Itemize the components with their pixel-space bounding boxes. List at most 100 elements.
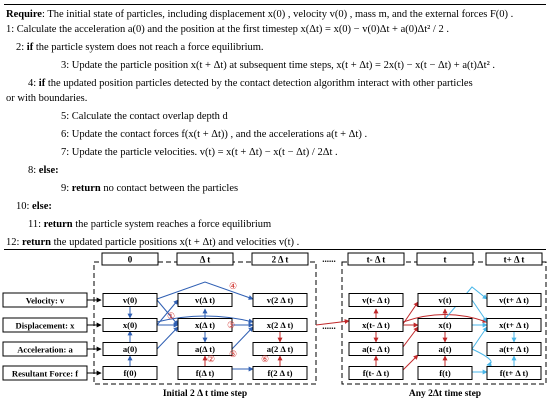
state-cell-label: v(t- Δ t) bbox=[362, 295, 390, 305]
flow-arrow bbox=[156, 315, 254, 324]
flow-arrow bbox=[231, 326, 254, 350]
flow-arrow bbox=[471, 326, 488, 350]
ellipsis: ...... bbox=[322, 254, 336, 264]
time-header-box bbox=[485, 252, 543, 266]
state-cell-label: v(0) bbox=[123, 295, 137, 305]
state-cell-label: a(0) bbox=[123, 344, 137, 354]
state-cell-label: f(0) bbox=[124, 368, 137, 378]
algorithm-line: 7: Update the particle velocities. v(t) … bbox=[61, 147, 338, 158]
state-cell-label: f(t+ Δ t) bbox=[500, 368, 529, 378]
state-cell bbox=[102, 293, 158, 307]
require-line: Require: The initial state of particles,… bbox=[6, 9, 514, 20]
flow-arrow bbox=[471, 348, 492, 367]
algorithm-line: 12: return the updated particle position… bbox=[6, 237, 300, 248]
time-header-box bbox=[176, 252, 234, 266]
state-cell-label: f(Δ t) bbox=[196, 368, 215, 378]
state-cell bbox=[177, 366, 233, 380]
state-cell-label: x(t- Δ t) bbox=[362, 320, 390, 330]
algorithm-line: 6: Update the contact forces f(x(t + Δt)… bbox=[61, 129, 368, 140]
state-cell-label: f(t- Δ t) bbox=[363, 368, 390, 378]
flow-arrow bbox=[156, 299, 179, 326]
flow-arrow bbox=[444, 286, 488, 320]
state-cell bbox=[102, 342, 158, 356]
state-cell-label: x(0) bbox=[123, 320, 137, 330]
any-step-caption: Any 2Δt time step bbox=[409, 389, 481, 399]
algorithm-box: Require: The initial state of particles,… bbox=[4, 4, 546, 250]
algorithm-line: 9: return no contact between the particl… bbox=[61, 183, 239, 194]
time-header-label: t+ Δ t bbox=[504, 255, 525, 265]
state-cell bbox=[177, 293, 233, 307]
ellipsis: ...... bbox=[322, 321, 336, 331]
row-label-box bbox=[2, 341, 88, 357]
state-cell-label: a(t) bbox=[439, 344, 452, 354]
state-cell-label: a(t+ Δ t) bbox=[499, 344, 529, 354]
state-cell bbox=[177, 318, 233, 332]
algorithm-line: 11: return the particle system reaches a… bbox=[28, 219, 272, 230]
time-header-box bbox=[416, 252, 474, 266]
any-step-frame bbox=[341, 261, 547, 385]
time-header-label: Δ t bbox=[200, 255, 210, 265]
row-label-box bbox=[2, 317, 88, 333]
step-marker: ② bbox=[207, 354, 215, 364]
state-cell bbox=[102, 318, 158, 332]
algorithm-line: or with boundaries. bbox=[6, 93, 88, 104]
state-cell bbox=[417, 366, 473, 380]
time-header-label: t bbox=[444, 255, 447, 265]
state-cell bbox=[252, 318, 308, 332]
time-header-label: 0 bbox=[128, 255, 133, 265]
algorithm-line: 4: if the updated position particles det… bbox=[28, 78, 473, 89]
state-cell-label: x(Δ t) bbox=[195, 320, 215, 330]
flow-arrow bbox=[402, 301, 419, 325]
time-header-box bbox=[101, 252, 159, 266]
time-header-label: t- Δ t bbox=[367, 255, 386, 265]
algorithm-line: 8: else: bbox=[28, 165, 59, 176]
step-marker: ④ bbox=[229, 281, 237, 291]
state-cell bbox=[486, 293, 542, 307]
algorithm-line: 2: if the particle system does not reach… bbox=[16, 42, 264, 53]
flow-arrow bbox=[156, 281, 254, 300]
state-cell-label: f(t) bbox=[439, 368, 451, 378]
step-marker: ③ bbox=[227, 320, 235, 330]
state-cell bbox=[486, 318, 542, 332]
state-cell bbox=[417, 342, 473, 356]
state-cell-label: x(2 Δ t) bbox=[267, 320, 294, 330]
initial-step-caption: Initial 2 Δ t time step bbox=[163, 389, 247, 399]
time-header-box bbox=[251, 252, 309, 266]
time-header-box bbox=[347, 252, 405, 266]
state-cell bbox=[417, 293, 473, 307]
state-cell bbox=[177, 342, 233, 356]
state-cell-label: v(t+ Δ t) bbox=[499, 295, 529, 305]
initial-step-frame bbox=[93, 261, 317, 385]
flow-arrow bbox=[402, 326, 419, 348]
row-label: Displacement: x bbox=[16, 321, 76, 331]
step-marker: ① bbox=[167, 311, 175, 321]
state-cell bbox=[252, 366, 308, 380]
step-marker: ⑥ bbox=[261, 354, 269, 364]
state-cell bbox=[486, 366, 542, 380]
row-label-box bbox=[2, 365, 88, 381]
flow-arrow bbox=[471, 299, 488, 323]
flow-arrow bbox=[402, 354, 419, 371]
algorithm-line: 5: Calculate the contact overlap depth d bbox=[61, 111, 228, 122]
state-cell-label: v(Δ t) bbox=[195, 295, 215, 305]
row-label: Resultant Force: f bbox=[12, 369, 78, 379]
state-cell bbox=[348, 293, 404, 307]
flow-arrow bbox=[315, 319, 350, 326]
state-cell-label: x(t) bbox=[439, 320, 452, 330]
state-cell bbox=[348, 342, 404, 356]
state-cell-label: f(2 Δ t) bbox=[268, 368, 293, 378]
state-cell-label: v(t) bbox=[439, 295, 452, 305]
algorithm-line: 10: else: bbox=[16, 201, 52, 212]
state-cell bbox=[102, 366, 158, 380]
row-label: Acceleration: a bbox=[17, 345, 73, 355]
state-cell-label: x(t+ Δ t) bbox=[499, 320, 529, 330]
state-cell-label: a(t- Δ t) bbox=[362, 344, 390, 354]
state-cell-label: a(Δ t) bbox=[195, 344, 215, 354]
row-label-box bbox=[2, 292, 88, 308]
state-cell bbox=[417, 318, 473, 332]
flow-arrow bbox=[156, 326, 179, 350]
time-header-label: 2 Δ t bbox=[272, 255, 289, 265]
state-cell bbox=[348, 318, 404, 332]
state-cell bbox=[348, 366, 404, 380]
